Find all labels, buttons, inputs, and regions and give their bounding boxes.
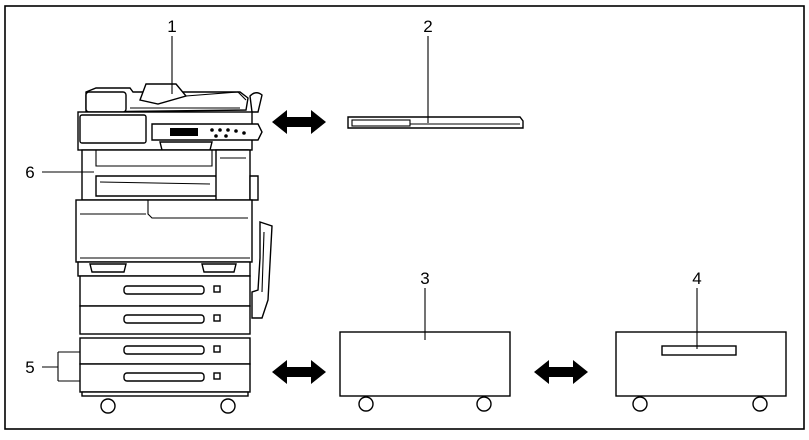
double-arrow-icon (272, 110, 326, 134)
scanner-unit (77, 111, 263, 151)
standard-paper-drawers (79, 275, 251, 335)
callout-3: 3 (420, 269, 429, 288)
large-capacity-cabinet (615, 331, 787, 412)
original-cover (347, 116, 524, 129)
callout-5: 5 (25, 358, 34, 377)
callout-6: 6 (25, 163, 34, 182)
double-arrow-icon (534, 360, 588, 384)
callout-2: 2 (423, 17, 432, 36)
paper-feed-cabinet (79, 337, 251, 397)
machine-casters (100, 398, 236, 414)
output-tray-area (81, 149, 259, 201)
diagram-frame (4, 5, 805, 430)
copier-main-unit (75, 83, 273, 414)
double-arrow-icon (272, 360, 326, 384)
leader-bracket-5 (42, 351, 80, 382)
callout-1: 1 (167, 17, 176, 36)
document-feeder (85, 83, 263, 113)
printer-body (75, 199, 253, 263)
machine-base-strip (77, 261, 251, 277)
bypass-tray (251, 221, 273, 319)
callout-leaders (42, 36, 698, 382)
desk (339, 331, 511, 412)
callout-4: 4 (692, 269, 701, 288)
